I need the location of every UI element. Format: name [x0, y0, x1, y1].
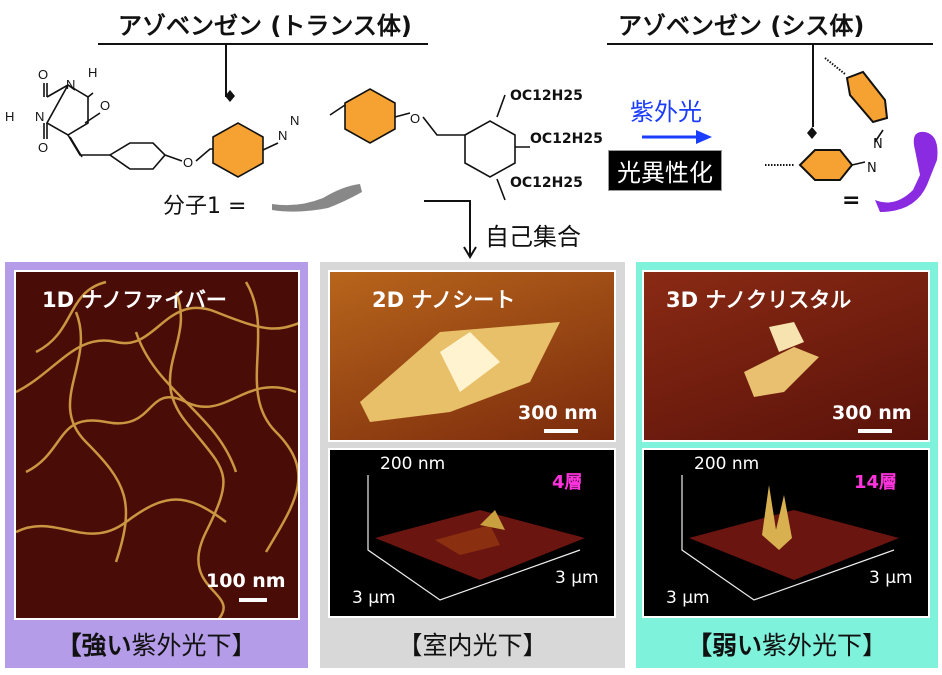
- y-axis-label: 3 μm: [352, 588, 396, 608]
- condition-caption: 【室内光下】: [397, 631, 548, 660]
- scale-bar: [858, 429, 892, 433]
- cis-equals: =: [842, 188, 861, 213]
- afm-3d-image-nanocrystal: 200 nm 14層 3 μm 3 μm: [642, 448, 930, 618]
- cis-molecule-model-icon: [875, 131, 938, 212]
- scale-bar: [239, 598, 267, 602]
- atom-n: N: [35, 109, 44, 124]
- photoisomerization-label: 光異性化: [608, 150, 722, 191]
- self-assembly-arrow: [424, 200, 477, 259]
- atom-n: N: [278, 128, 287, 143]
- caption-bold: 【弱い: [686, 631, 762, 660]
- atom-o: O: [100, 98, 110, 113]
- cis-pointer-line: [812, 45, 814, 127]
- x-axis-label: 3 μm: [555, 568, 599, 588]
- condition-caption: 【弱い紫外光下】: [636, 626, 938, 662]
- atom-n: N: [290, 113, 299, 128]
- atom-n: N: [873, 137, 883, 152]
- cis-title-underline: [607, 43, 933, 45]
- afm-image-nanofiber: 1D ナノファイバー 100 nm: [14, 270, 300, 620]
- atom-o: O: [38, 140, 48, 155]
- atom-n: N: [66, 77, 75, 92]
- z-axis-label: 200 nm: [694, 454, 760, 474]
- layer-count: 4層: [552, 472, 583, 493]
- x-axis-label: 3 μm: [869, 568, 913, 588]
- atom-o: O: [38, 67, 48, 82]
- cis-molecule-structure: N N: [765, 57, 938, 212]
- afm-image-nanosheet: 2D ナノシート 300 nm: [328, 270, 616, 442]
- caption-rest: 紫外光下】: [131, 631, 257, 660]
- panel-1d-nanofiber: 1D ナノファイバー 100 nm 【強い紫外光下】: [5, 262, 308, 668]
- trans-azobenzene-title: アゾベンゼン (トランス体): [118, 12, 412, 40]
- condition-caption: 【強い紫外光下】: [5, 626, 308, 662]
- trans-title-underline: [98, 43, 428, 45]
- molecule-1-label: 分子1 =: [163, 194, 247, 219]
- uv-light-label: 紫外光: [630, 98, 702, 126]
- uv-arrow-icon: [642, 130, 712, 144]
- afm-3d-image-nanosheet: 200 nm 4層 3 μm 3 μm: [328, 448, 616, 618]
- afm-image-nanocrystal: 3D ナノクリスタル 300 nm: [642, 270, 930, 442]
- panel-title: 1D ナノファイバー: [42, 288, 227, 312]
- layer-count: 14層: [854, 472, 898, 493]
- panel-3d-nanocrystal: 3D ナノクリスタル 300 nm 200 nm 14層 3 μm 3 μm 【…: [636, 262, 938, 668]
- atom-h: H: [5, 109, 14, 124]
- substituent-label: OC12H25: [530, 131, 603, 147]
- z-axis-label: 200 nm: [380, 454, 446, 474]
- substituent-label: OC12H25: [510, 175, 583, 191]
- trans-pointer-line: [225, 45, 227, 97]
- atom-n: N: [867, 161, 877, 176]
- molecule-1-model-icon: [272, 184, 362, 212]
- self-assembly-label: 自己集合: [485, 223, 581, 251]
- trans-molecule-structure: O H N H N O O O N N O: [5, 65, 530, 201]
- substituent-label: OC12H25: [510, 88, 583, 104]
- afm-3d-surface: [367, 475, 585, 601]
- caption-bold: 【強い: [56, 631, 132, 660]
- scale-bar: [544, 429, 578, 433]
- panel-2d-nanosheet: 2D ナノシート 300 nm 200 nm 4層 3 μm 3 μm 【室内光…: [320, 262, 625, 668]
- scale-bar-label: 100 nm: [206, 570, 286, 592]
- atom-o: O: [183, 155, 193, 170]
- nanosheet-image: [360, 322, 560, 422]
- atom-o: O: [410, 111, 420, 126]
- caption-rest: 紫外光下】: [762, 631, 888, 660]
- panel-title: 3D ナノクリスタル: [666, 288, 852, 312]
- panel-title: 2D ナノシート: [372, 288, 516, 312]
- afm-3d-surface: [681, 475, 899, 601]
- nanocrystal-image: [744, 322, 819, 397]
- y-axis-label: 3 μm: [666, 588, 710, 608]
- atom-h: H: [88, 65, 97, 80]
- scale-bar-label: 300 nm: [518, 402, 598, 424]
- cis-azobenzene-title: アゾベンゼン (シス体): [618, 12, 865, 40]
- scale-bar-label: 300 nm: [832, 402, 912, 424]
- nanofiber-network-image: [16, 280, 298, 618]
